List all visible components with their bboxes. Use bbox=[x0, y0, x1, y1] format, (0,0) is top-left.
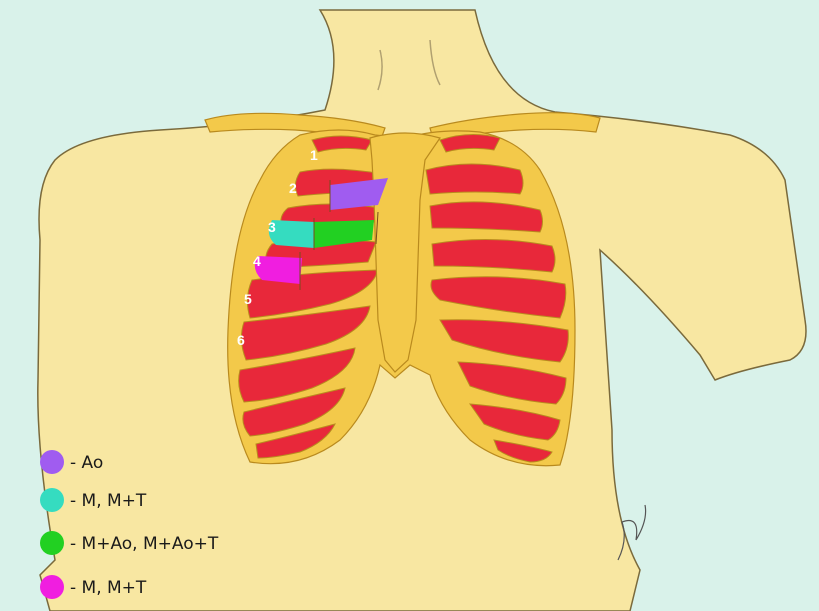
legend-label-aortic: - Ao bbox=[70, 453, 103, 473]
legend-swatch-aortic bbox=[40, 450, 64, 474]
legend-label-mitral: - M, M+T bbox=[70, 491, 147, 511]
mitral-tricuspid-zone bbox=[255, 256, 302, 284]
legend-swatch-mitral-aortic bbox=[40, 531, 64, 555]
rib-label-1: 1 bbox=[310, 147, 318, 163]
legend-label-mitral-tricuspid: - M, M+T bbox=[70, 578, 147, 598]
rib-label-5: 5 bbox=[244, 291, 252, 307]
legend-swatch-mitral-tricuspid bbox=[40, 575, 64, 599]
rib-label-6: 6 bbox=[237, 332, 245, 348]
intercostal-space-right-2 bbox=[426, 164, 523, 194]
rib-label-3: 3 bbox=[268, 219, 276, 235]
rib-label-4: 4 bbox=[253, 253, 261, 269]
legend-swatch-mitral bbox=[40, 488, 64, 512]
rib-label-2: 2 bbox=[289, 180, 297, 196]
legend-label-mitral-aortic: - M+Ao, M+Ao+T bbox=[70, 534, 219, 554]
